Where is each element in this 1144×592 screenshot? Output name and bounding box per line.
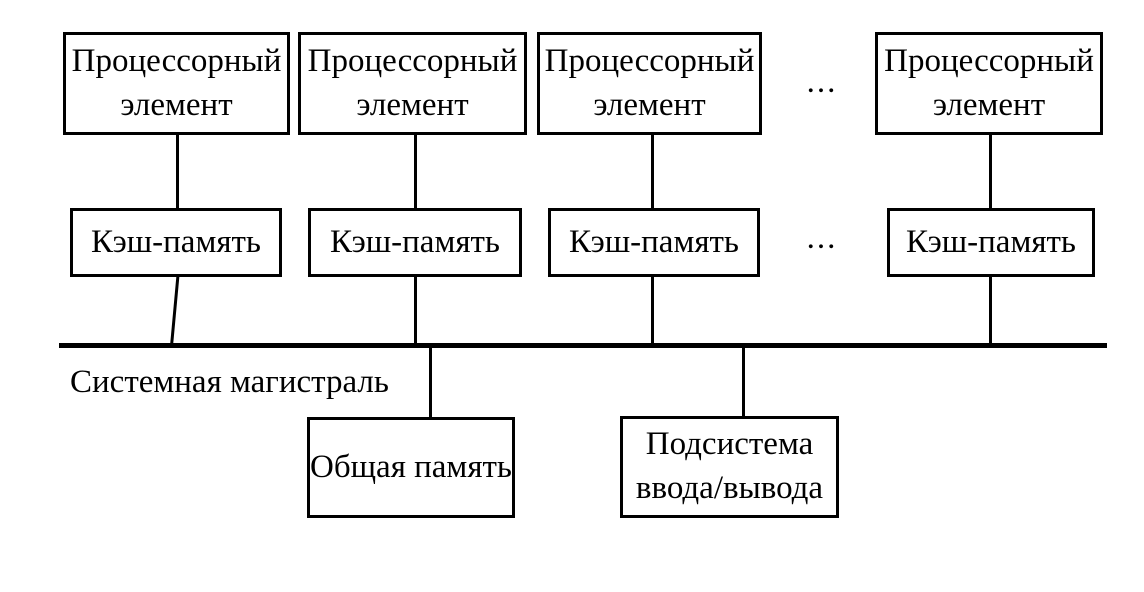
cache-memory-label: Кэш-память — [91, 223, 261, 260]
processor-element-label-line2: элемент — [356, 86, 469, 123]
processor-element-label-line1: Процессорный — [884, 42, 1094, 79]
connector-lines-group — [170, 134, 992, 420]
processor-element-label-line2: элемент — [932, 86, 1046, 123]
cache-memory-label: Кэш-память — [330, 223, 500, 260]
processor-element-label-line1: Процессорный — [544, 42, 755, 79]
processor-element-label-line1: Процессорный — [307, 42, 518, 79]
processor-element-label-line2: элемент — [120, 86, 233, 123]
processor-element-box-2: Процессорный элемент — [298, 32, 527, 135]
processor-element-label-line1: Процессорный — [71, 42, 282, 79]
system-bus-label: Системная магистраль — [70, 364, 389, 400]
cache-memory-box-4: Кэш-память — [887, 208, 1095, 277]
processor-element-box-4: Процессорный элемент — [875, 32, 1103, 135]
cache-row-ellipsis: ... — [806, 220, 838, 256]
processor-element-box-1: Процессорный элемент — [63, 32, 290, 135]
io-subsystem-label-line1: Подсистема — [645, 426, 814, 463]
io-subsystem-box: Подсистема ввода/вывода — [620, 416, 839, 518]
shared-memory-box: Общая память — [307, 417, 515, 518]
cache-memory-label: Кэш-память — [906, 223, 1076, 260]
shared-memory-label: Общая память — [310, 448, 512, 485]
processor-element-label-line2: элемент — [593, 86, 706, 123]
cache-memory-box-2: Кэш-память — [308, 208, 522, 277]
processor-element-box-3: Процессорный элемент — [537, 32, 762, 135]
cache-memory-label: Кэш-память — [569, 223, 739, 260]
cache-memory-box-3: Кэш-память — [548, 208, 760, 277]
processor-row-ellipsis: ... — [806, 64, 838, 100]
cache-memory-box-1: Кэш-память — [70, 208, 282, 277]
connector-cache1-bus — [170, 274, 180, 347]
io-subsystem-label-line2: ввода/вывода — [635, 470, 824, 506]
